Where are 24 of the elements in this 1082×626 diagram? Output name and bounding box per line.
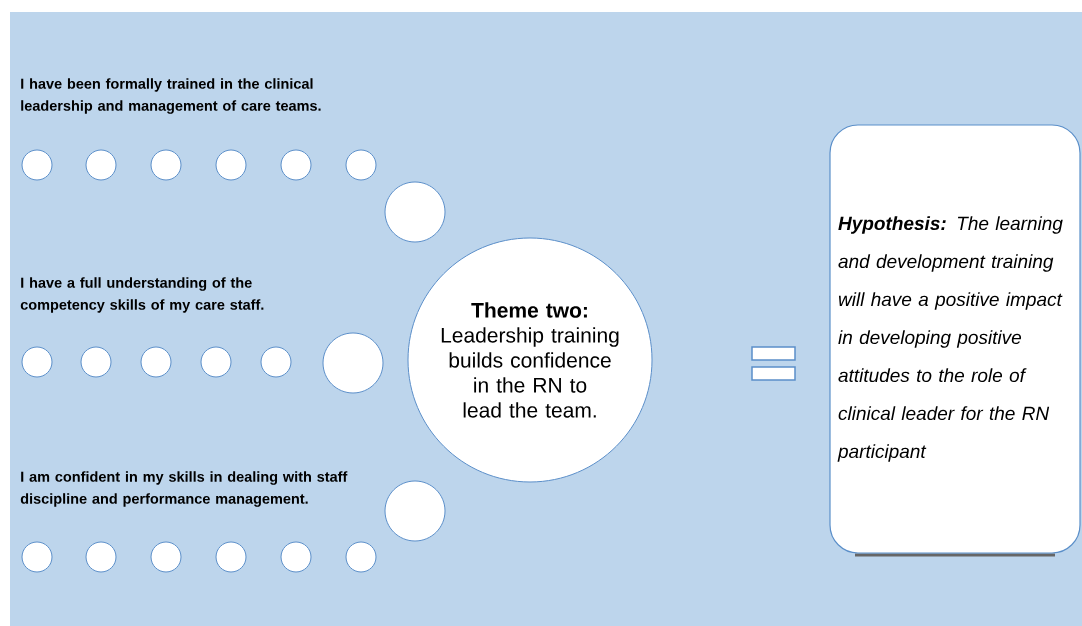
bubble-circle <box>260 346 292 378</box>
bubble-circle <box>200 346 232 378</box>
bubble-circle <box>280 541 312 573</box>
bubble-circle <box>150 149 182 181</box>
bubble-circle <box>345 149 377 181</box>
bubble-circle <box>150 541 182 573</box>
bubble-circle <box>140 346 172 378</box>
bubble-circle <box>322 332 384 394</box>
bubble-circle <box>85 541 117 573</box>
bubble-circle <box>345 541 377 573</box>
statement-text: I am confident in my skills in dealing with staff discipline and performance management. <box>20 471 348 507</box>
bubble-circle <box>215 541 247 573</box>
statement-text: I have been formally trained in the clinical leadership and management of care teams. <box>21 78 321 114</box>
hypothesis-box: Hypothesis: The learning and development training will have a positive impact in developing positive attitudes to the role of clinical leader for the RN participant <box>829 124 1081 554</box>
bubble-circle <box>85 149 117 181</box>
bubble-circle <box>21 346 53 378</box>
statement-text: I have a full understanding of the competency skills of my care staff. <box>20 277 264 313</box>
bubble-circle <box>80 346 112 378</box>
bubble-circle <box>21 149 53 181</box>
bubble-circle <box>384 480 446 542</box>
bubble-circle <box>280 149 312 181</box>
bubble-circle <box>384 181 446 243</box>
bubble-circle <box>21 541 53 573</box>
bubble-circle <box>215 149 247 181</box>
